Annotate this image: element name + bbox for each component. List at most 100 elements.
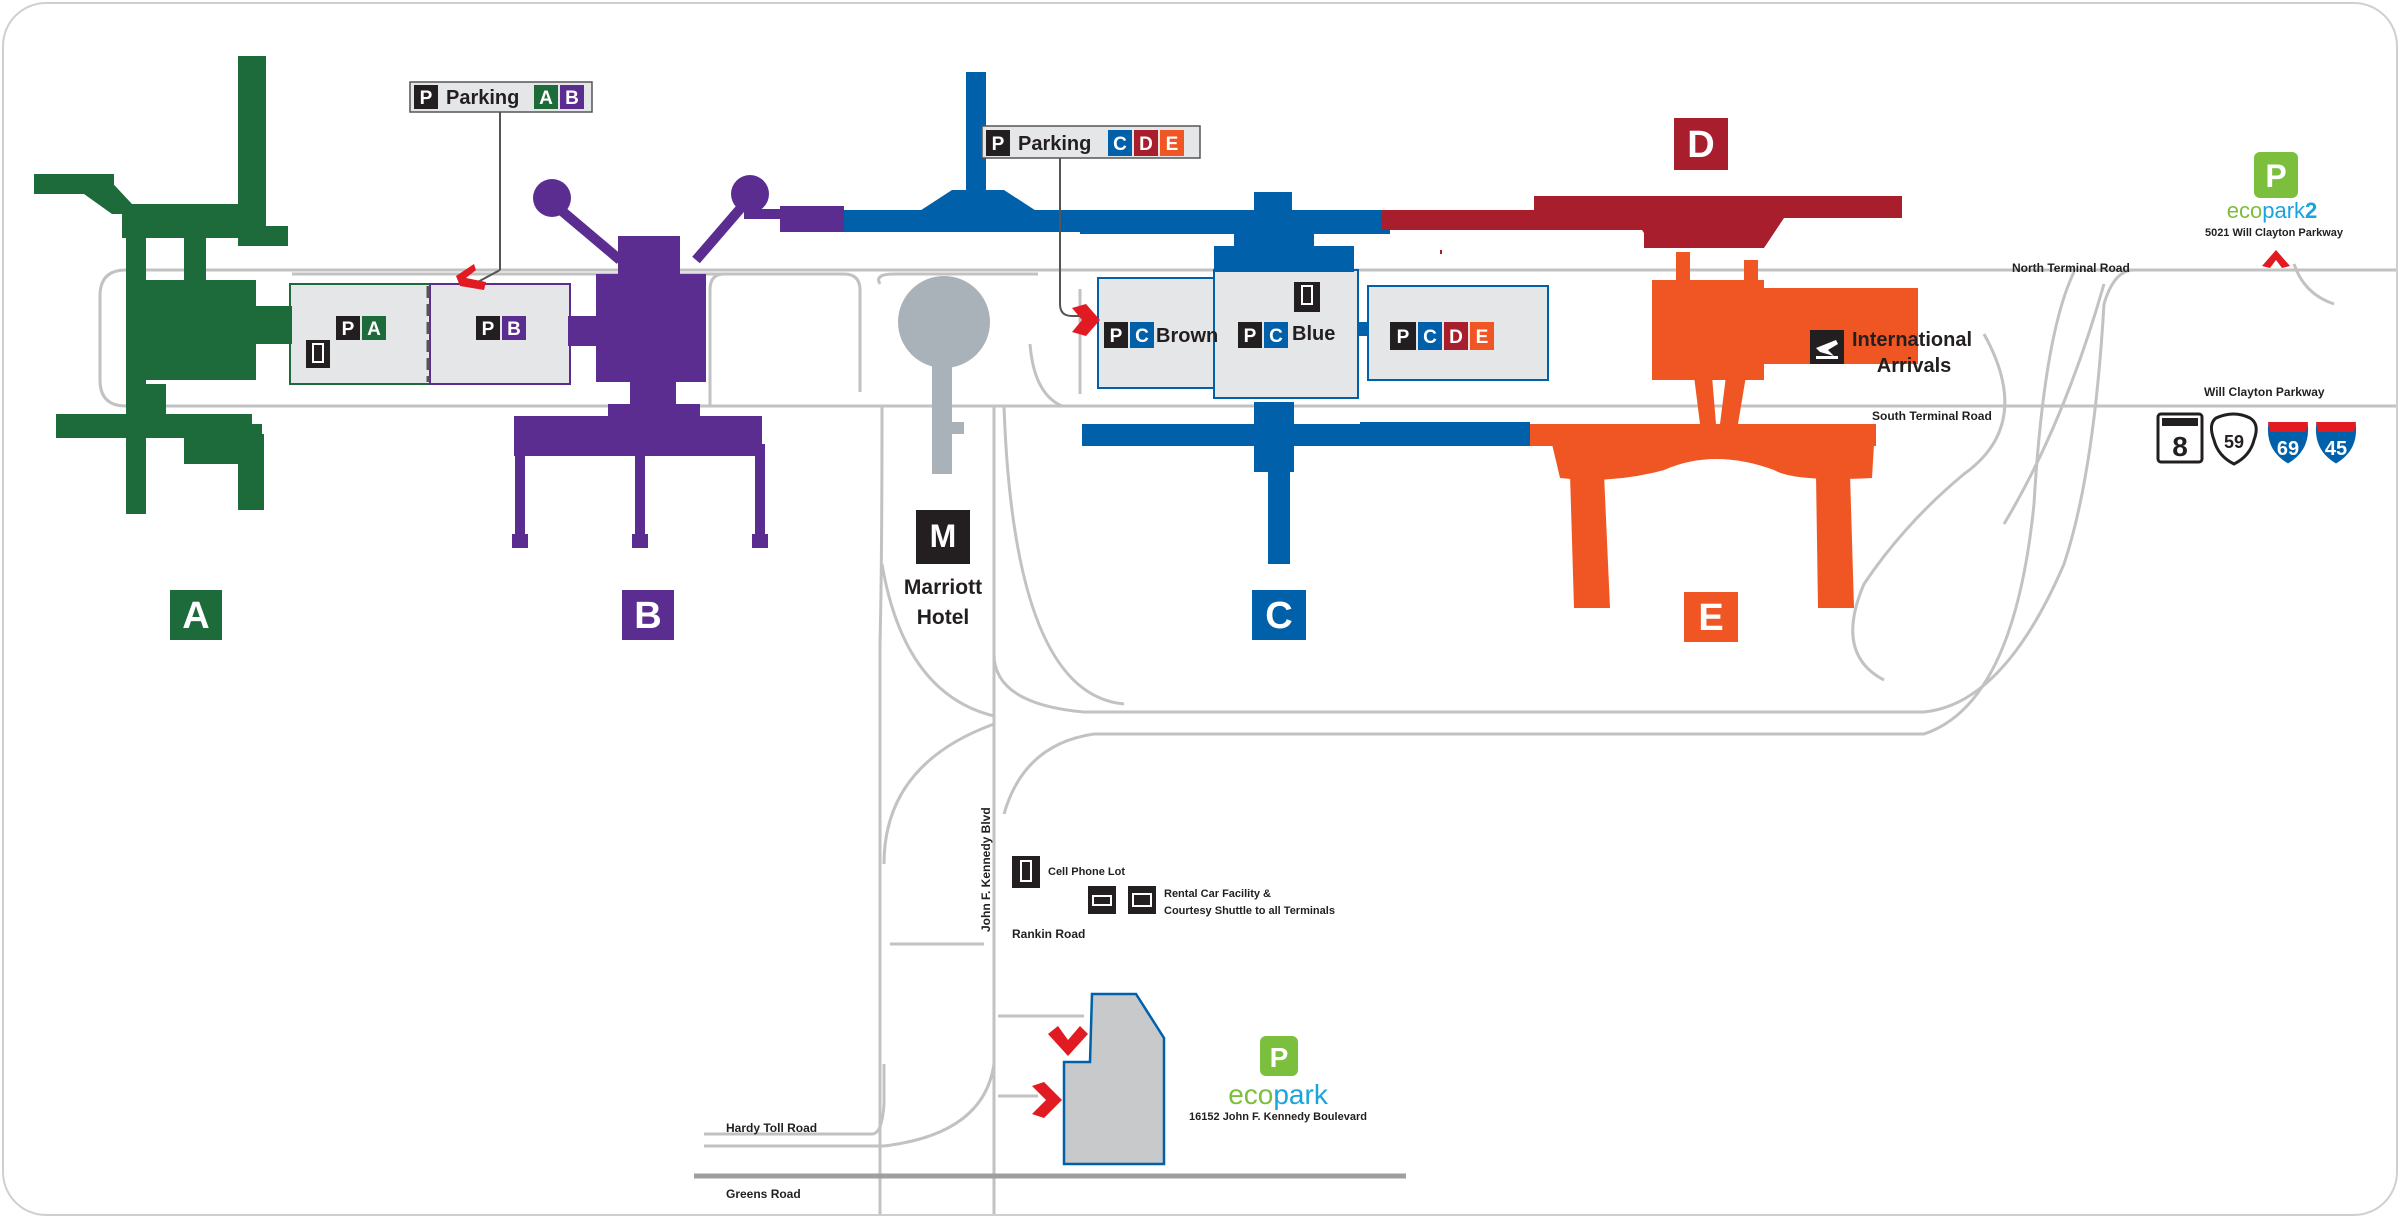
svg-text:B: B [565,88,579,109]
cell-phone-icon [1294,282,1320,312]
terminal-a-building[interactable] [34,56,292,514]
svg-text:E: E [1476,327,1489,348]
garage-a-tag: P A [336,316,386,340]
international-label: International [1852,329,1972,351]
svg-text:P: P [2265,158,2286,194]
parking-cde-callout[interactable]: P Parking C D E [981,125,1201,317]
hardy-toll-road-label: Hardy Toll Road [726,1121,817,1135]
marriott-name: Marriott [904,576,982,599]
ecopark2-brand: ecopark2 [2227,198,2318,223]
garage-blue-name: Blue [1292,323,1335,345]
us-59-shield: 59 [2209,412,2258,466]
ecopark-lot [1062,992,1166,1166]
terminal-d-label: D [1674,118,1728,170]
svg-text:E: E [1166,134,1179,155]
road-inner-ab [292,272,862,392]
road-inner-b [708,272,725,406]
ecopark-address: 16152 John F. Kennedy Boulevard [1189,1111,1367,1123]
svg-text:8: 8 [2172,431,2188,462]
international-arrivals[interactable]: International Arrivals [1810,329,1972,377]
svg-text:45: 45 [2325,438,2347,460]
terminal-b-label: B [622,590,674,640]
terminal-b-building[interactable] [512,175,844,548]
road-west-trunk [878,405,884,1214]
garage-brown-name: Brown [1156,325,1218,347]
marriott-logo [916,510,970,564]
rental-car-facility[interactable]: Rental Car Facility & Courtesy Shuttle t… [1088,886,1335,917]
terminal-c-building[interactable] [844,72,1532,564]
terminal-a-label: A [170,590,222,640]
svg-text:P: P [1270,1042,1289,1073]
terminal-d-building[interactable] [1382,196,1902,254]
road-east-curve2 [2002,283,2106,525]
svg-text:P: P [1397,327,1410,348]
road-inner-c [1028,343,1063,408]
beltway-8-shield: 8 [2156,412,2204,464]
garage-b-tag: P B [476,316,526,340]
ecopark-arrow-2 [1032,1082,1062,1118]
road-inner-south [1002,405,1125,706]
svg-text:P: P [482,319,495,340]
road-outer-loop [1002,271,2076,815]
cell-phone-lot[interactable]: Cell Phone Lot [1012,856,1125,888]
road-network [98,263,2396,1214]
terminal-e-label: E [1684,592,1738,642]
greens-road-label: Greens Road [726,1187,801,1201]
garage-brown-tag: P C Brown [1104,322,1218,348]
ecopark-logo [1260,1036,1298,1076]
marriott-logo-letter: M [930,518,957,554]
ecopark2-logo [2254,152,2298,198]
svg-text:C: C [1269,326,1283,347]
will-clayton-label: Will Clayton Parkway [2204,385,2325,399]
ecopark2[interactable]: P ecopark2 5021 Will Clayton Parkway [2205,152,2344,268]
garage-ab[interactable] [289,283,571,385]
svg-text:P: P [342,319,355,340]
interstate-69-shield: 69 [2266,421,2310,465]
rankin-road-label: Rankin Road [1012,927,1085,941]
ecopark-arrow-1 [1048,1026,1088,1056]
ecopark-brand: ecopark [1228,1079,1329,1110]
ecopark2-arrow [2262,250,2290,268]
road-hardy [704,1064,886,1136]
ecopark[interactable]: P ecopark 16152 John F. Kennedy Boulevar… [1032,992,1367,1166]
interstate-45-shield: 45 [2314,421,2358,465]
arrivals-label: Arrivals [1877,355,1952,377]
south-terminal-road-label: South Terminal Road [1872,409,1992,423]
svg-text:D: D [1139,134,1153,155]
terminal-d-letter: D [1687,124,1714,166]
svg-text:D: D [1449,327,1463,348]
road-ecopark2-spur [2292,263,2335,306]
svg-text:P: P [992,134,1005,155]
road-west-loop [98,268,127,408]
svg-text:69: 69 [2277,438,2299,460]
terminal-e-building[interactable] [1530,252,1918,608]
terminal-e-letter: E [1698,597,1723,639]
svg-text:A: A [367,319,381,340]
svg-text:Parking: Parking [446,87,519,109]
road-hotel-curve [880,563,995,718]
rental-label-2: Courtesy Shuttle to all Terminals [1164,905,1335,917]
arrow-to-garage-ab [456,264,486,290]
road-east-curve [1851,333,2007,682]
cell-phone-icon [306,340,330,368]
ecopark2-address: 5021 Will Clayton Parkway [2205,227,2344,239]
arrow-to-garage-brown [1072,304,1100,336]
map-canvas: A B [34,56,2396,1214]
svg-text:P: P [420,88,433,109]
parking-ab-callout[interactable]: P Parking A B [409,81,593,285]
garage-cde-tag: P C D E [1390,322,1494,350]
svg-text:B: B [507,319,521,340]
svg-text:P: P [1110,326,1123,347]
terminal-b-letter: B [634,595,661,637]
garage-blue-tag: P C Blue [1238,322,1335,348]
svg-text:C: C [1135,326,1149,347]
road-hotel-loop [877,272,1038,285]
road-jfk-curve [882,722,995,865]
rental-label-1: Rental Car Facility & [1164,888,1271,900]
svg-text:P: P [1244,326,1257,347]
marriott-hotel[interactable]: M Marriott Hotel [898,276,990,629]
north-terminal-road-label: North Terminal Road [2012,261,2130,275]
terminal-c-label: C [1252,590,1306,640]
marriott-name-2: Hotel [917,606,970,629]
